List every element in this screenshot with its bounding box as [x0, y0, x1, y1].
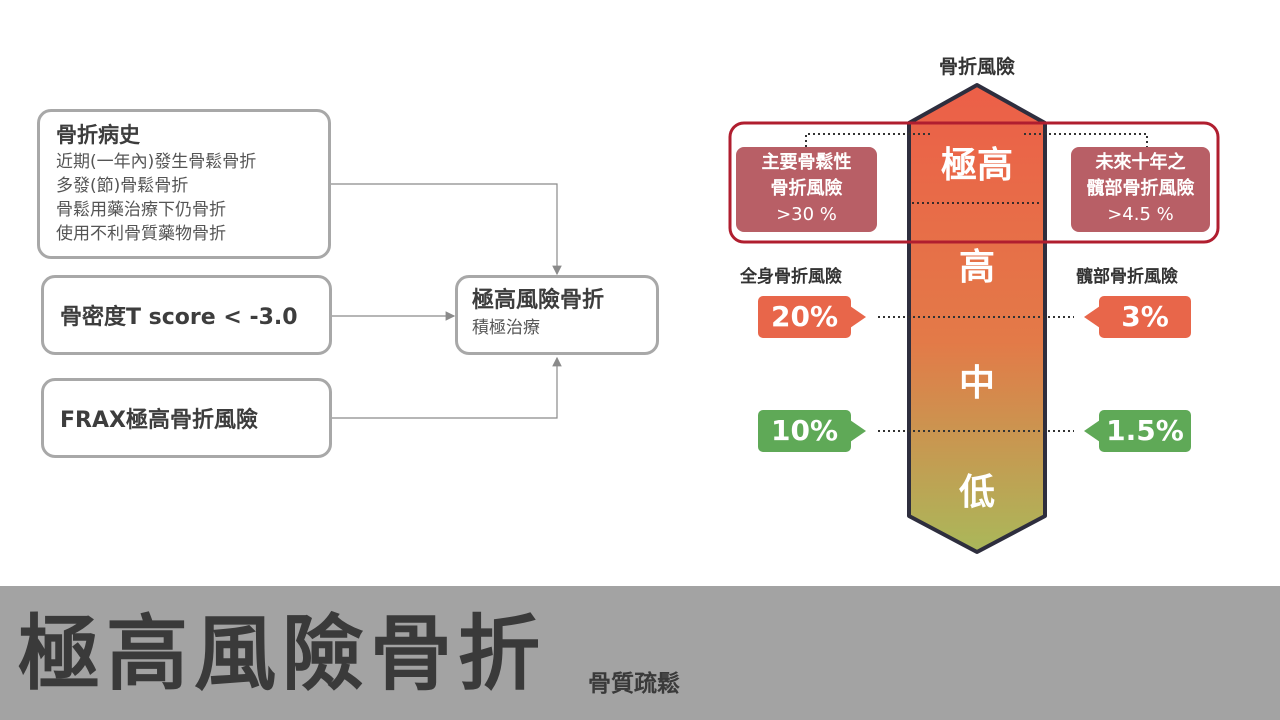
- history-line: 近期(一年內)發生骨鬆骨折: [56, 152, 257, 172]
- history-box: 骨折病史 近期(一年內)發生骨鬆骨折 多發(節)骨鬆骨折 骨鬆用藥治療下仍骨折 …: [37, 109, 331, 259]
- result-title: 極高風險骨折: [472, 288, 605, 313]
- history-line: 多發(節)骨鬆骨折: [56, 176, 189, 196]
- tscore-text: 骨密度T score < -3.0: [60, 305, 298, 330]
- tag-pointer: [850, 306, 866, 328]
- guide-left-top: [805, 133, 930, 147]
- connector-frax: [331, 356, 562, 419]
- history-title: 骨折病史: [56, 123, 140, 147]
- hip-fracture-line: 髖部骨折風險: [1086, 178, 1195, 199]
- tag-pointer: [1084, 420, 1100, 442]
- hip-fracture-line: 未來十年之: [1095, 152, 1186, 173]
- tag-whole-body-mid: 10%: [758, 410, 851, 452]
- whole-body-label: 全身骨折風險: [740, 267, 842, 287]
- tag-pointer: [1084, 306, 1100, 328]
- result-subtitle: 積極治療: [472, 318, 540, 338]
- tag-whole-body-high: 20%: [758, 296, 851, 338]
- history-line: 骨鬆用藥治療下仍骨折: [56, 200, 226, 220]
- major-fracture-line: 骨折風險: [770, 178, 843, 199]
- guide-right-top: [1024, 133, 1148, 147]
- level-very-high: 極高: [940, 145, 1013, 186]
- tscore-box: 骨密度T score < -3.0: [41, 275, 332, 355]
- level-mid: 中: [958, 363, 995, 404]
- risk-heading: 骨折風險: [938, 56, 1015, 78]
- connector-history: [331, 183, 562, 276]
- very-high-highlight: [728, 121, 1220, 244]
- history-line: 使用不利骨質藥物骨折: [56, 224, 226, 244]
- level-low: 低: [958, 472, 995, 513]
- major-fracture-line: >30 %: [776, 204, 837, 225]
- result-box: 極高風險骨折 積極治療: [455, 275, 659, 355]
- tag-hip-mid: 1.5%: [1099, 410, 1191, 452]
- frax-text: FRAX極高骨折風險: [60, 408, 258, 433]
- footer-subtitle: 骨質疏鬆: [588, 671, 680, 697]
- tag-pointer: [850, 420, 866, 442]
- major-fracture-box: 主要骨鬆性 骨折風險 >30 %: [736, 147, 877, 232]
- hip-fracture-box: 未來十年之 髖部骨折風險 >4.5 %: [1071, 147, 1210, 232]
- hip-label: 髖部骨折風險: [1076, 267, 1178, 287]
- footer-title: 極高風險骨折: [18, 607, 547, 702]
- footer-bar: [0, 586, 1280, 720]
- level-high: 高: [958, 247, 995, 288]
- major-fracture-line: 主要骨鬆性: [761, 152, 852, 173]
- hip-fracture-line: >4.5 %: [1107, 204, 1174, 225]
- tag-hip-high: 3%: [1099, 296, 1191, 338]
- frax-box: FRAX極高骨折風險: [41, 378, 332, 458]
